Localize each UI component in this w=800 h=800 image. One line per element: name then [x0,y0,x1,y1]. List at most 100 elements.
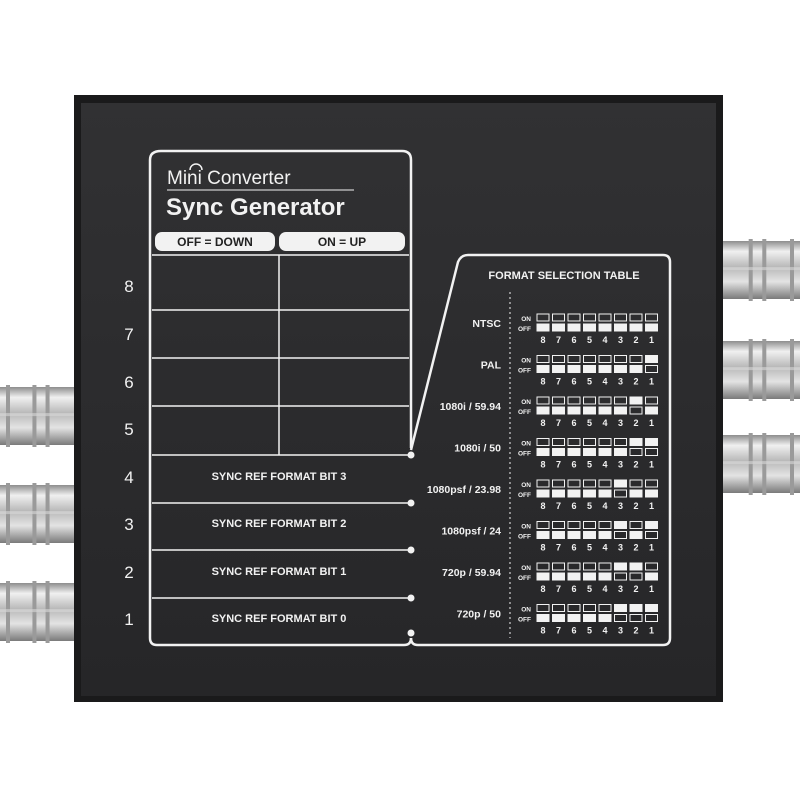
switch-on-cell [567,521,581,529]
switch-off-cell [629,448,643,456]
bit-number: 7 [556,335,561,345]
on-label: ON [521,441,531,448]
bnc-highlight [0,413,82,417]
switch-off-cell [629,614,643,622]
bit-number: 1 [649,418,654,428]
bnc-connector-right-3[interactable] [715,433,800,495]
switch-on-cell [629,438,643,446]
off-label: OFF [518,409,531,416]
on-label: ON [521,316,531,323]
switch-on-cell [552,479,565,488]
switch-on-cell [583,396,596,405]
bit-number: 8 [540,543,545,553]
bit-number: 5 [587,543,592,553]
switch-on-cell [645,396,658,405]
switch-off-cell [567,531,581,539]
bit-number: 1 [649,335,654,345]
left-connectors [0,385,82,643]
switch-on-cell [567,479,581,488]
switch-number-8: 8 [124,277,133,296]
switch-off-cell [536,406,550,415]
bit-number: 1 [649,584,654,594]
bit-number: 7 [556,460,561,470]
format-name: PAL [481,360,502,372]
switch-on-cell [583,313,596,322]
switch-on-cell [536,396,550,405]
switch-off-cell [567,489,581,498]
switch-off-cell [583,323,596,332]
bit-number: 3 [618,335,623,345]
switch-on-cell [629,521,643,529]
switch-off-cell [583,365,596,373]
label-frame [148,149,413,647]
switch-number-6: 6 [124,373,133,392]
bnc-connector-left-2[interactable] [0,483,82,545]
bit-number: 4 [602,501,607,511]
format-table-frame [409,253,672,647]
switch-on-cell [583,438,596,446]
format-name: NTSC [472,318,501,330]
bit-number: 8 [540,626,545,636]
bit-number: 5 [587,377,592,387]
bit-number: 3 [618,543,623,553]
bit-number: 6 [571,543,576,553]
switch-on-cell [567,438,581,446]
switch-off-cell [567,614,581,622]
bit-number: 3 [618,377,623,387]
bit-number: 2 [633,377,638,387]
switch-on-cell [598,521,612,529]
on-label: ON [521,399,531,406]
off-label: OFF [518,368,531,375]
bit-number: 3 [618,460,623,470]
switch-off-cell [598,365,612,373]
bit-number: 8 [540,418,545,428]
switch-number-7: 7 [124,325,133,344]
bit-number: 4 [602,377,607,387]
off-label: OFF [518,492,531,499]
switch-off-cell [645,489,658,498]
on-tab [279,232,405,251]
switch-number-5: 5 [124,420,133,439]
bnc-connector-right-2[interactable] [715,339,800,401]
bit-number: 2 [633,626,638,636]
switch-on-cell [536,521,550,529]
switch-on-cell [614,438,627,446]
on-label: ON [521,524,531,531]
switch-off-cell [629,406,643,415]
bit-number: 4 [602,584,607,594]
switch-on-cell [583,604,596,612]
format-name: 1080psf / 23.98 [427,484,501,496]
switch-off-cell [598,323,612,332]
switch-off-cell [552,531,565,539]
switch-on-cell [598,438,612,446]
bnc-connector-left-1[interactable] [0,385,82,447]
switch-off-cell [598,572,612,581]
switch-on-cell [552,313,565,322]
switch-on-cell [614,521,627,529]
switch-on-cell [614,313,627,322]
bit-number: 6 [571,377,576,387]
bit-number: 5 [587,335,592,345]
switch-on-cell [598,396,612,405]
bit-number: 6 [571,501,576,511]
switch-off-cell [614,406,627,415]
switch-off-cell [614,448,627,456]
switch-on-cell [567,562,581,571]
bit-number: 4 [602,460,607,470]
bnc-connector-right-1[interactable] [715,239,800,301]
switch-off-cell [567,365,581,373]
switch-off-cell [567,448,581,456]
bit-number: 5 [587,501,592,511]
pointer-dot [407,629,415,637]
off-label: OFF [518,617,531,624]
bit-number: 2 [633,335,638,345]
switch-on-cell [536,313,550,322]
bnc-connector-left-3[interactable] [0,581,82,643]
switch-off-cell [614,323,627,332]
off-label: OFF [518,451,531,458]
switch-on-cell [629,313,643,322]
